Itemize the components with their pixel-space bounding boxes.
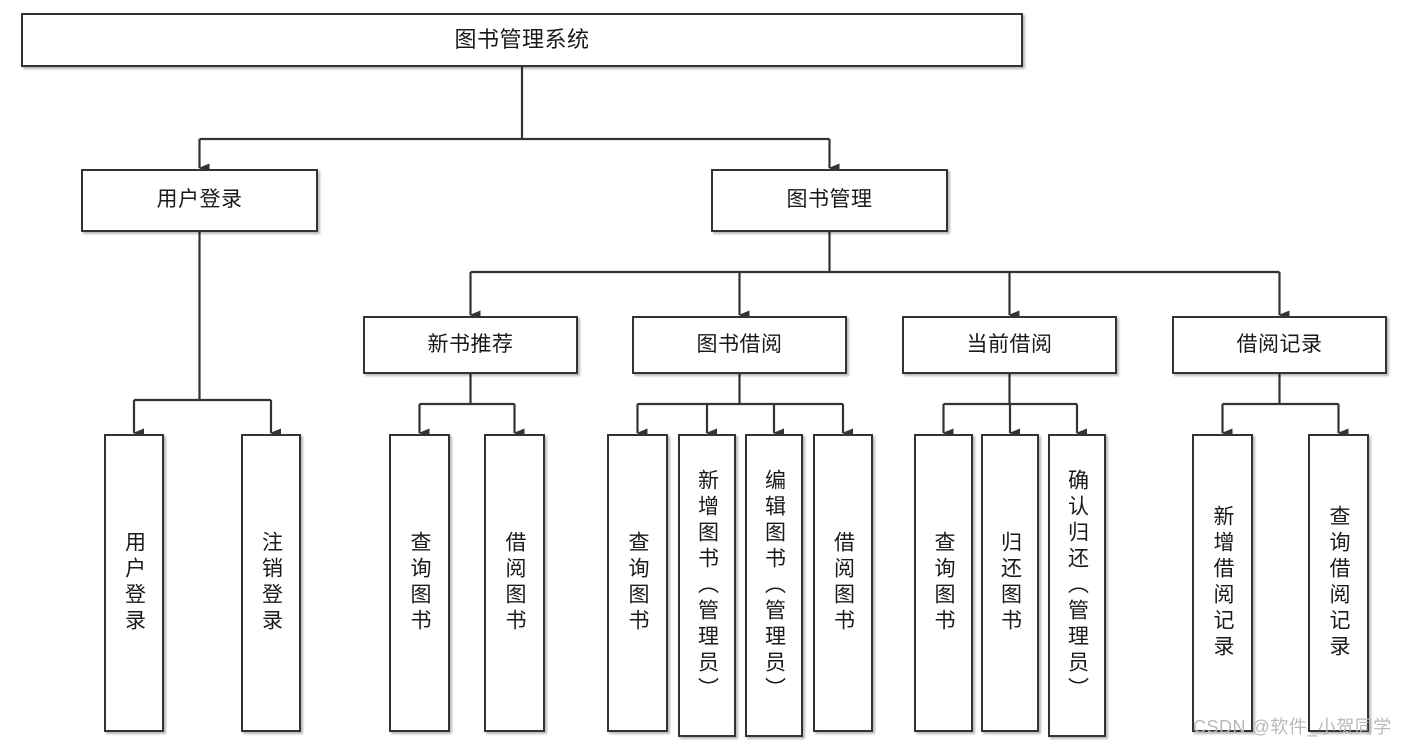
node-l8[interactable]: 借阅图书 bbox=[813, 434, 873, 732]
node-label: 借阅记录 bbox=[1236, 332, 1323, 356]
node-l5[interactable]: 查询图书 bbox=[607, 434, 668, 732]
node-label: 新书推荐 bbox=[427, 332, 514, 356]
node-label: 编辑图书（管理员） bbox=[762, 468, 786, 703]
edge-group bbox=[132, 67, 1349, 438]
node-records[interactable]: 借阅记录 bbox=[1172, 316, 1387, 374]
node-current[interactable]: 当前借阅 bbox=[902, 316, 1117, 374]
node-label: 借阅图书 bbox=[503, 531, 526, 635]
node-root[interactable]: 图书管理系统 bbox=[21, 13, 1023, 67]
node-label: 图书管理 bbox=[786, 188, 873, 212]
node-borrow[interactable]: 图书借阅 bbox=[632, 316, 847, 374]
node-newbook[interactable]: 新书推荐 bbox=[363, 316, 578, 374]
node-label: 图书管理系统 bbox=[454, 27, 590, 53]
node-login[interactable]: 用户登录 bbox=[81, 169, 318, 232]
node-label: 查询图书 bbox=[626, 531, 649, 635]
node-label: 当前借阅 bbox=[966, 332, 1053, 356]
node-label: 用户登录 bbox=[122, 531, 146, 635]
node-label: 借阅图书 bbox=[831, 531, 855, 635]
node-l12[interactable]: 新增借阅记录 bbox=[1192, 434, 1253, 732]
node-l10[interactable]: 归还图书 bbox=[981, 434, 1039, 732]
watermark-text: CSDN @软件_小贺同学 bbox=[1193, 717, 1392, 737]
node-label: 查询图书 bbox=[408, 531, 431, 635]
node-label: 图书借阅 bbox=[696, 332, 783, 356]
node-l11[interactable]: 确认归还（管理员） bbox=[1048, 434, 1106, 737]
node-l4[interactable]: 借阅图书 bbox=[484, 434, 545, 732]
node-label: 确认归还（管理员） bbox=[1065, 468, 1089, 703]
node-l1[interactable]: 用户登录 bbox=[104, 434, 164, 732]
node-label: 新增借阅记录 bbox=[1211, 505, 1234, 661]
node-label: 用户登录 bbox=[156, 188, 243, 212]
node-label: 归还图书 bbox=[998, 531, 1022, 635]
node-l2[interactable]: 注销登录 bbox=[241, 434, 301, 732]
node-l6[interactable]: 新增图书（管理员） bbox=[678, 434, 736, 737]
node-l13[interactable]: 查询借阅记录 bbox=[1308, 434, 1369, 732]
node-l9[interactable]: 查询图书 bbox=[914, 434, 973, 732]
node-label: 注销登录 bbox=[259, 531, 283, 635]
node-bookmgmt[interactable]: 图书管理 bbox=[711, 169, 948, 232]
node-l3[interactable]: 查询图书 bbox=[389, 434, 450, 732]
node-label: 新增图书（管理员） bbox=[695, 468, 719, 703]
node-l7[interactable]: 编辑图书（管理员） bbox=[745, 434, 803, 737]
node-label: 查询借阅记录 bbox=[1327, 505, 1350, 661]
node-label: 查询图书 bbox=[932, 531, 955, 635]
